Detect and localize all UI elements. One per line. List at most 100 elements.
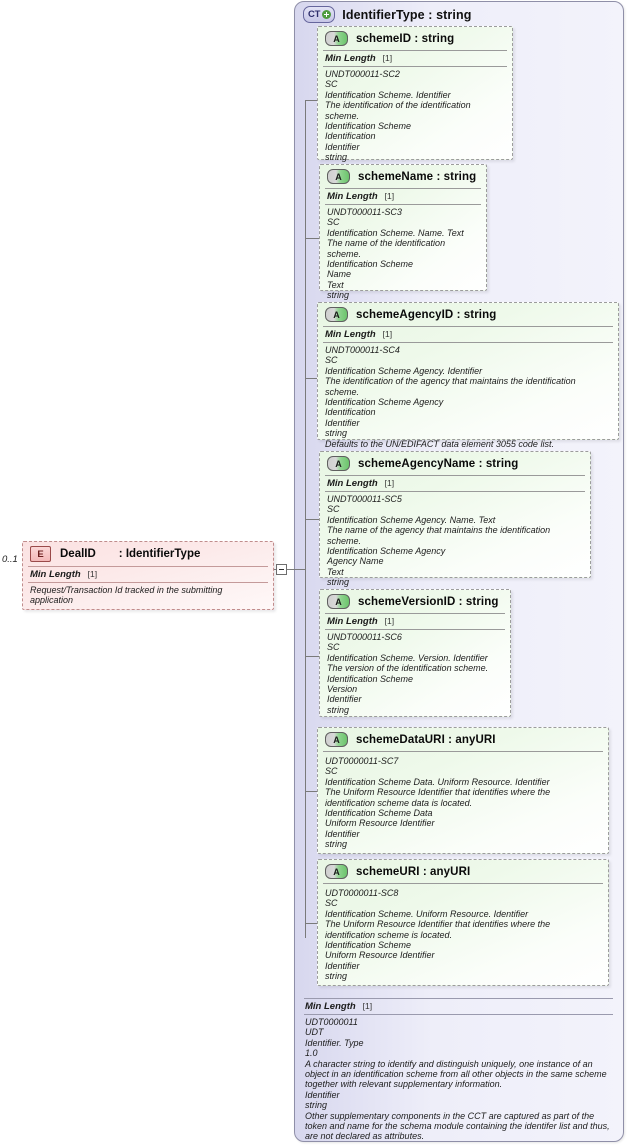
element-name: DealID	[60, 548, 96, 560]
facet-label: Min Length	[327, 191, 378, 202]
doc-line: string	[325, 152, 348, 163]
attribute-box-schemedatauri[interactable]: A schemeDataURI : anyURI UDT0000011-SC7 …	[317, 727, 609, 854]
plus-icon[interactable]	[322, 10, 332, 19]
type-documentation-panel: Min Length [1] UDT0000011 UDT Identifier…	[302, 998, 615, 1145]
facet-value: [1]	[384, 616, 395, 626]
attribute-box-schemename[interactable]: A schemeName : string Min Length [1] UND…	[319, 164, 487, 300]
facet-value: [1]	[382, 329, 393, 339]
doc-line: SC	[325, 79, 338, 90]
attribute-icon: A	[327, 594, 350, 609]
doc-line: Identifier	[325, 960, 360, 971]
doc-line: UDT0000011-SC7	[325, 756, 399, 766]
attribute-connector-stub-6	[305, 923, 317, 924]
doc-line: string	[327, 577, 350, 588]
doc-line: The Uniform Resource Identifier that ide…	[325, 787, 551, 808]
attribute-icon: A	[325, 31, 348, 46]
doc-line: Identifier. Type	[305, 1037, 364, 1048]
attribute-title: schemeDataURI : anyURI	[356, 733, 496, 746]
divider	[304, 998, 613, 999]
documentation-block: UNDT000011-SC5 SC Identification Scheme …	[320, 492, 590, 591]
doc-line: Identifier	[327, 694, 362, 705]
doc-line: string	[327, 704, 350, 715]
facet-label: Min Length	[327, 478, 378, 489]
attribute-box-schemeagencyname[interactable]: A schemeAgencyName : string Min Length […	[319, 451, 591, 587]
doc-line: Identification Scheme	[327, 259, 414, 270]
doc-line: Identification Scheme Agency	[327, 546, 446, 557]
doc-line: Identification Scheme	[325, 940, 412, 951]
attribute-icon: A	[325, 864, 348, 879]
doc-line: string	[305, 1100, 328, 1111]
doc-line: Text	[327, 566, 344, 577]
facet-row: Min Length [1]	[318, 51, 512, 66]
attribute-box-schemeid[interactable]: A schemeID : string Min Length [1] UNDT0…	[317, 26, 513, 162]
documentation-block: UNDT000011-SC3 SC Identification Scheme.…	[320, 205, 486, 304]
facet-label: Min Length	[325, 53, 376, 64]
doc-line: string	[325, 839, 348, 850]
documentation-block: UDT0000011-SC7 SC Identification Scheme …	[318, 752, 608, 853]
divider	[325, 613, 505, 614]
doc-line: Identifier	[325, 141, 360, 152]
facet-value: [1]	[384, 191, 395, 201]
divider	[323, 883, 603, 884]
divider	[323, 50, 507, 51]
attribute-box-schemeuri[interactable]: A schemeURI : anyURI UDT0000011-SC8 SC I…	[317, 859, 609, 986]
attribute-icon: A	[327, 169, 350, 184]
doc-line: UNDT000011-SC6	[327, 632, 402, 642]
doc-line: Identification Scheme. Version. Identifi…	[327, 652, 488, 663]
documentation-block: UNDT000011-SC6 SC Identification Scheme.…	[320, 630, 510, 718]
complextype-title: IdentifierType : string	[342, 7, 472, 22]
doc-line: Identification Scheme	[327, 673, 414, 684]
doc-line: Uniform Resource Identifier	[325, 950, 435, 961]
element-icon: E	[30, 546, 51, 562]
doc-line: Other supplementary components in the CC…	[305, 1110, 610, 1142]
facet-value: [1]	[87, 569, 98, 579]
doc-line: Version	[327, 684, 358, 695]
doc-line: string	[325, 428, 348, 439]
element-header: E DealID : IdentifierType	[23, 542, 273, 566]
attribute-title: schemeURI : anyURI	[356, 865, 471, 878]
doc-line: Request/Transaction Id tracked in the su…	[30, 585, 223, 606]
doc-line: SC	[327, 217, 340, 228]
attribute-box-schemeagencyid[interactable]: A schemeAgencyID : string Min Length [1]…	[317, 302, 619, 449]
facet-label: Min Length	[327, 616, 378, 627]
doc-line: Identification Scheme Agency	[325, 397, 444, 408]
doc-line: SC	[327, 504, 340, 515]
element-box-dealid[interactable]: E DealID : IdentifierType Min Length [1]…	[22, 541, 274, 610]
attribute-header: A schemeAgencyName : string	[320, 452, 590, 475]
divider	[325, 629, 505, 630]
attribute-title: schemeAgencyName : string	[358, 457, 519, 470]
attribute-header: A schemeDataURI : anyURI	[318, 728, 608, 751]
doc-line: 1.0	[305, 1048, 318, 1059]
doc-line: SC	[327, 642, 340, 653]
facet-row: Min Length [1]	[320, 614, 510, 629]
doc-line: Name	[327, 269, 352, 280]
facet-row: Min Length [1]	[23, 567, 273, 582]
doc-line: The name of the agency that maintains th…	[327, 525, 551, 546]
divider	[325, 204, 481, 205]
attribute-box-schemeversionid[interactable]: A schemeVersionID : string Min Length [1…	[319, 589, 511, 717]
doc-line: Identification	[325, 131, 376, 142]
complextype-header[interactable]: CT IdentifierType : string	[303, 6, 471, 23]
documentation-block: Request/Transaction Id tracked in the su…	[23, 583, 273, 609]
element-type: : IdentifierType	[118, 548, 201, 560]
collapse-toggle-minus-icon[interactable]	[276, 564, 287, 575]
doc-line: The identification of the agency that ma…	[325, 376, 576, 397]
attribute-header: A schemeID : string	[318, 27, 512, 50]
facet-value: [1]	[384, 478, 395, 488]
documentation-block: UDT0000011 UDT Identifier. Type 1.0 A ch…	[302, 1015, 615, 1145]
divider	[323, 326, 613, 327]
facet-row: Min Length [1]	[318, 327, 618, 342]
attribute-connector-stub-3	[305, 519, 319, 520]
complextype-icon[interactable]: CT	[303, 6, 336, 23]
doc-line: Agency Name	[327, 556, 384, 567]
attribute-header: A schemeAgencyID : string	[318, 303, 618, 326]
doc-line: Identification Scheme. Identifier	[325, 89, 451, 100]
facet-label: Min Length	[30, 569, 81, 580]
facet-value: [1]	[362, 1001, 373, 1011]
attribute-connector-stub-0	[305, 100, 317, 101]
documentation-block: UNDT000011-SC2 SC Identification Scheme.…	[318, 67, 512, 166]
doc-line: Identifier	[305, 1089, 340, 1100]
attribute-header: A schemeURI : anyURI	[318, 860, 608, 883]
divider	[323, 66, 507, 67]
